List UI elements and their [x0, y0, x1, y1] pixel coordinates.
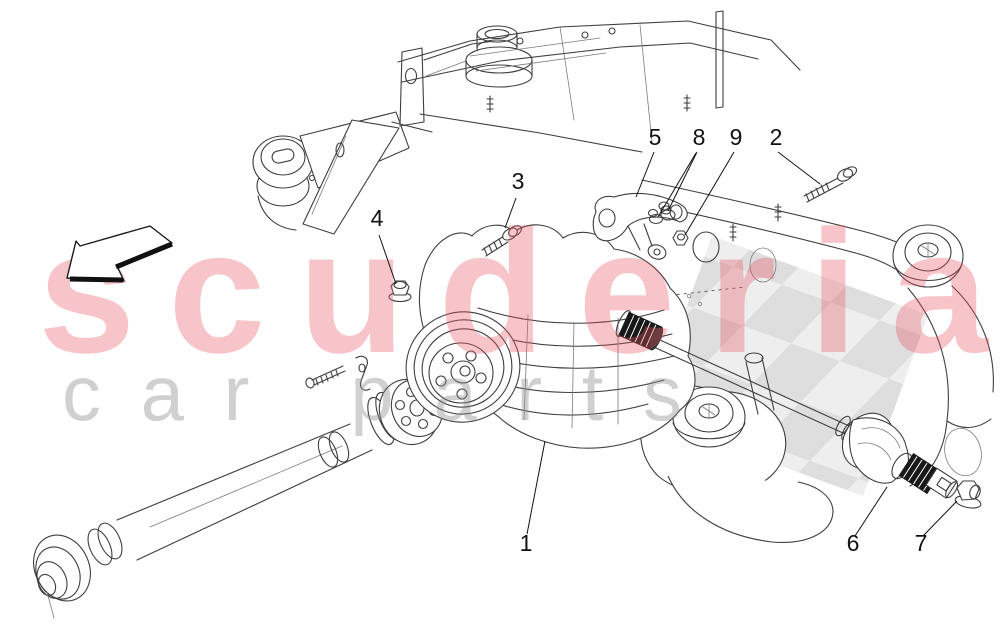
callout-9: 9	[730, 124, 743, 150]
nut-4-part	[388, 280, 412, 303]
callout-7: 7	[915, 530, 928, 556]
stud-part	[774, 203, 782, 222]
leader-line-8a	[667, 151, 698, 212]
leader-line-1	[526, 440, 546, 535]
leader-line-2	[777, 151, 821, 185]
propeller-shaft	[33, 423, 373, 619]
leader-line-9	[684, 151, 735, 236]
mounting-bracket	[592, 192, 689, 260]
front-direction-arrow-icon	[66, 225, 173, 283]
shaft-stub	[925, 467, 959, 499]
fasteners	[305, 166, 858, 391]
callout-3: 3	[512, 168, 525, 194]
screw-and-clip-part	[305, 355, 371, 391]
callout-4: 4	[371, 205, 384, 231]
callout-8: 8	[693, 124, 706, 150]
leader-line-4	[378, 234, 397, 285]
nut-7-part	[954, 480, 982, 509]
output-spline-stub	[615, 310, 664, 351]
cv-boot	[841, 412, 913, 484]
stud-part	[729, 223, 737, 242]
callout-2: 2	[770, 124, 783, 150]
leader-lines	[378, 151, 958, 537]
callouts: 1 2 3 4 5 6 7 8 9	[371, 124, 928, 556]
leader-line-7	[922, 500, 958, 537]
differential-housing	[405, 224, 696, 449]
bolt-2-part	[803, 166, 858, 203]
bolt-3-part	[481, 225, 522, 257]
callout-5: 5	[649, 124, 662, 150]
callout-6: 6	[847, 530, 860, 556]
axle-shaft	[655, 339, 982, 509]
nut-9-part	[672, 230, 689, 246]
brand-watermark-primary: scuderia	[38, 195, 990, 390]
callout-1: 1	[520, 530, 533, 556]
leader-line-3	[504, 197, 517, 229]
leader-line-5	[635, 151, 655, 198]
brand-watermark-secondary: car parts	[62, 349, 682, 437]
leader-line-8b	[657, 152, 697, 218]
leader-line-6	[854, 486, 888, 537]
